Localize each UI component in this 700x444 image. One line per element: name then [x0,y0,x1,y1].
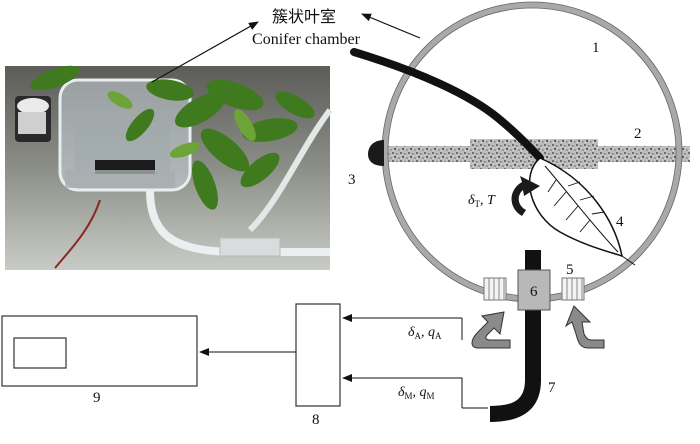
label-analyzer: 8 [312,412,320,428]
photo-panel [5,65,333,270]
junction-box [517,269,551,311]
label-leaf: 4 [616,214,624,230]
label-port: 5 [566,262,574,278]
leaf-icon [528,157,636,266]
port-right [561,277,585,301]
transpiration-arrow [511,176,540,216]
outlet-tube [489,250,541,422]
caption-english: Conifer chamber [252,31,361,48]
label-computer: 9 [93,390,101,406]
analyzer-box [295,303,341,407]
label-fan: 3 [348,172,356,188]
inflow-arrow-left [471,311,511,349]
caption-pointer-left [151,21,259,83]
label-junction: 6 [530,284,538,300]
label-tube: 7 [548,380,556,396]
symbol-transpiration: δT, T [468,193,496,209]
port-left [483,277,507,301]
caption-pointer-right [361,13,421,39]
symbol-air-in: δA, qA [408,325,442,341]
branch-stem [350,48,544,162]
link-outlet-to-analyzer [342,374,463,408]
inflow-arrow-right [564,305,605,349]
chamber-schematic [350,1,690,422]
computer-screen [13,337,67,369]
caption-chinese: 簇状叶室 [272,7,336,26]
label-chamber: 1 [592,40,600,56]
label-window: 2 [634,126,642,142]
symbol-measured: δM, qM [398,385,435,401]
fan-icon [368,140,384,166]
